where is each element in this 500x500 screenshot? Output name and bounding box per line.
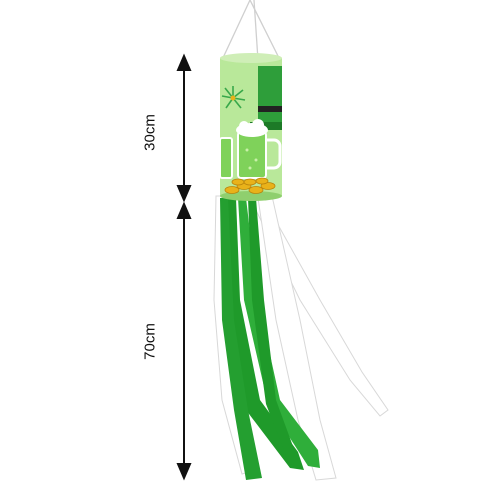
dimension-label-upper: 30cm bbox=[141, 114, 159, 151]
leprechaun-hat-icon bbox=[250, 66, 282, 130]
dimension-arrow-upper bbox=[176, 53, 192, 203]
beer-mug-icon bbox=[219, 119, 282, 179]
windsock-body bbox=[219, 53, 282, 201]
gold-coins-icon bbox=[224, 177, 276, 194]
shamrock-firework-icon bbox=[221, 86, 246, 109]
windsock-tails bbox=[213, 195, 389, 481]
tail-green-3 bbox=[248, 198, 298, 466]
tail-green-4 bbox=[220, 198, 262, 480]
tail-white-far bbox=[257, 195, 337, 481]
hanging-strings bbox=[221, 0, 281, 61]
dimension-label-lower: 70cm bbox=[141, 323, 159, 360]
dimension-arrow-lower bbox=[176, 201, 192, 481]
